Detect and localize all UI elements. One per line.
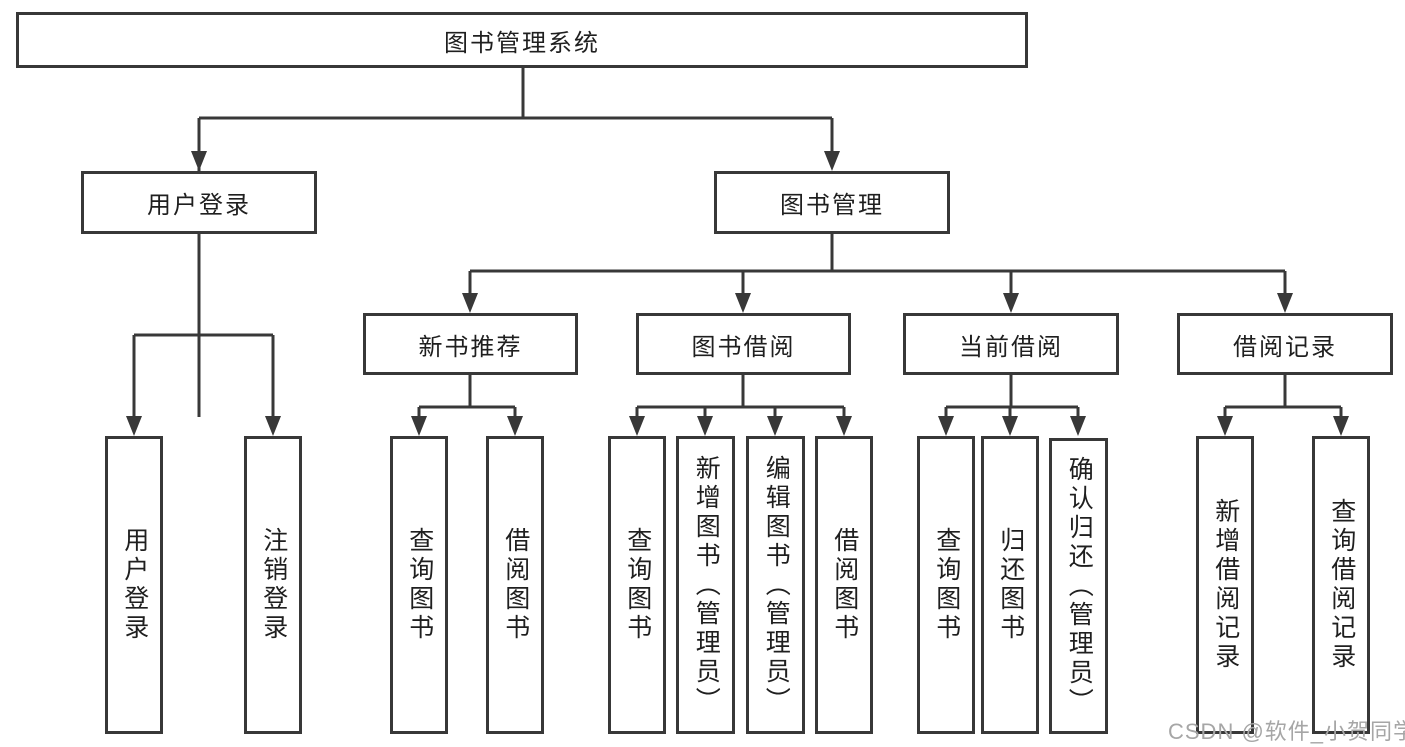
leaf-label: 查询借阅记录 bbox=[1327, 498, 1356, 672]
node-book-borrowing: 图书借阅 bbox=[636, 313, 851, 375]
leaf-label: 归还图书 bbox=[996, 527, 1025, 643]
node-library-management-system: 图书管理系统 bbox=[16, 12, 1028, 68]
leaf-label: 用户登录 bbox=[120, 527, 149, 643]
leaf-label: 新增图书（管理员） bbox=[692, 454, 721, 716]
csdn-watermark: CSDN @软件_小贺同学 bbox=[1168, 719, 1405, 744]
leaf-label: 查询图书 bbox=[623, 527, 652, 643]
leaf-confirm-return-admin: 确认归还（管理员） bbox=[1049, 438, 1108, 734]
connector-user-login-group bbox=[126, 234, 281, 436]
leaf-label: 编辑图书（管理员） bbox=[762, 454, 791, 716]
connector-root-to-level2 bbox=[191, 68, 840, 417]
leaf-label: 新增借阅记录 bbox=[1211, 498, 1240, 672]
leaf-label: 借阅图书 bbox=[830, 527, 859, 643]
leaf-label: 注销登录 bbox=[259, 527, 288, 643]
leaf-return-books: 归还图书 bbox=[981, 436, 1039, 734]
connector-borrow-records-group bbox=[1217, 375, 1349, 436]
leaf-query-borrow-record: 查询借阅记录 bbox=[1312, 436, 1370, 734]
node-new-book-recommendation: 新书推荐 bbox=[363, 313, 578, 375]
node-borrowing-records: 借阅记录 bbox=[1177, 313, 1393, 375]
leaf-borrow-books-borrowing: 借阅图书 bbox=[815, 436, 873, 734]
connector-current-borrowing-group bbox=[938, 375, 1086, 436]
connector-book-borrowing-group bbox=[629, 375, 852, 436]
leaf-add-books-admin: 新增图书（管理员） bbox=[676, 436, 735, 734]
leaf-label: 查询图书 bbox=[932, 527, 961, 643]
leaf-add-borrow-record: 新增借阅记录 bbox=[1196, 436, 1254, 734]
leaf-borrow-books-recommend: 借阅图书 bbox=[486, 436, 544, 734]
leaf-label: 借阅图书 bbox=[501, 527, 530, 643]
leaf-label: 查询图书 bbox=[405, 527, 434, 643]
leaf-logout-login: 注销登录 bbox=[244, 436, 302, 734]
leaf-user-login: 用户登录 bbox=[105, 436, 163, 734]
leaf-query-books-recommend: 查询图书 bbox=[390, 436, 448, 734]
node-current-borrowing: 当前借阅 bbox=[903, 313, 1119, 375]
leaf-edit-books-admin: 编辑图书（管理员） bbox=[746, 436, 805, 734]
node-book-management: 图书管理 bbox=[714, 171, 950, 234]
connector-new-book-group bbox=[411, 375, 523, 436]
node-user-login: 用户登录 bbox=[81, 171, 317, 234]
leaf-label: 确认归还（管理员） bbox=[1065, 455, 1094, 717]
connector-book-management-group bbox=[462, 234, 1293, 313]
leaf-query-books-current: 查询图书 bbox=[917, 436, 975, 734]
leaf-query-books-borrowing: 查询图书 bbox=[608, 436, 666, 734]
